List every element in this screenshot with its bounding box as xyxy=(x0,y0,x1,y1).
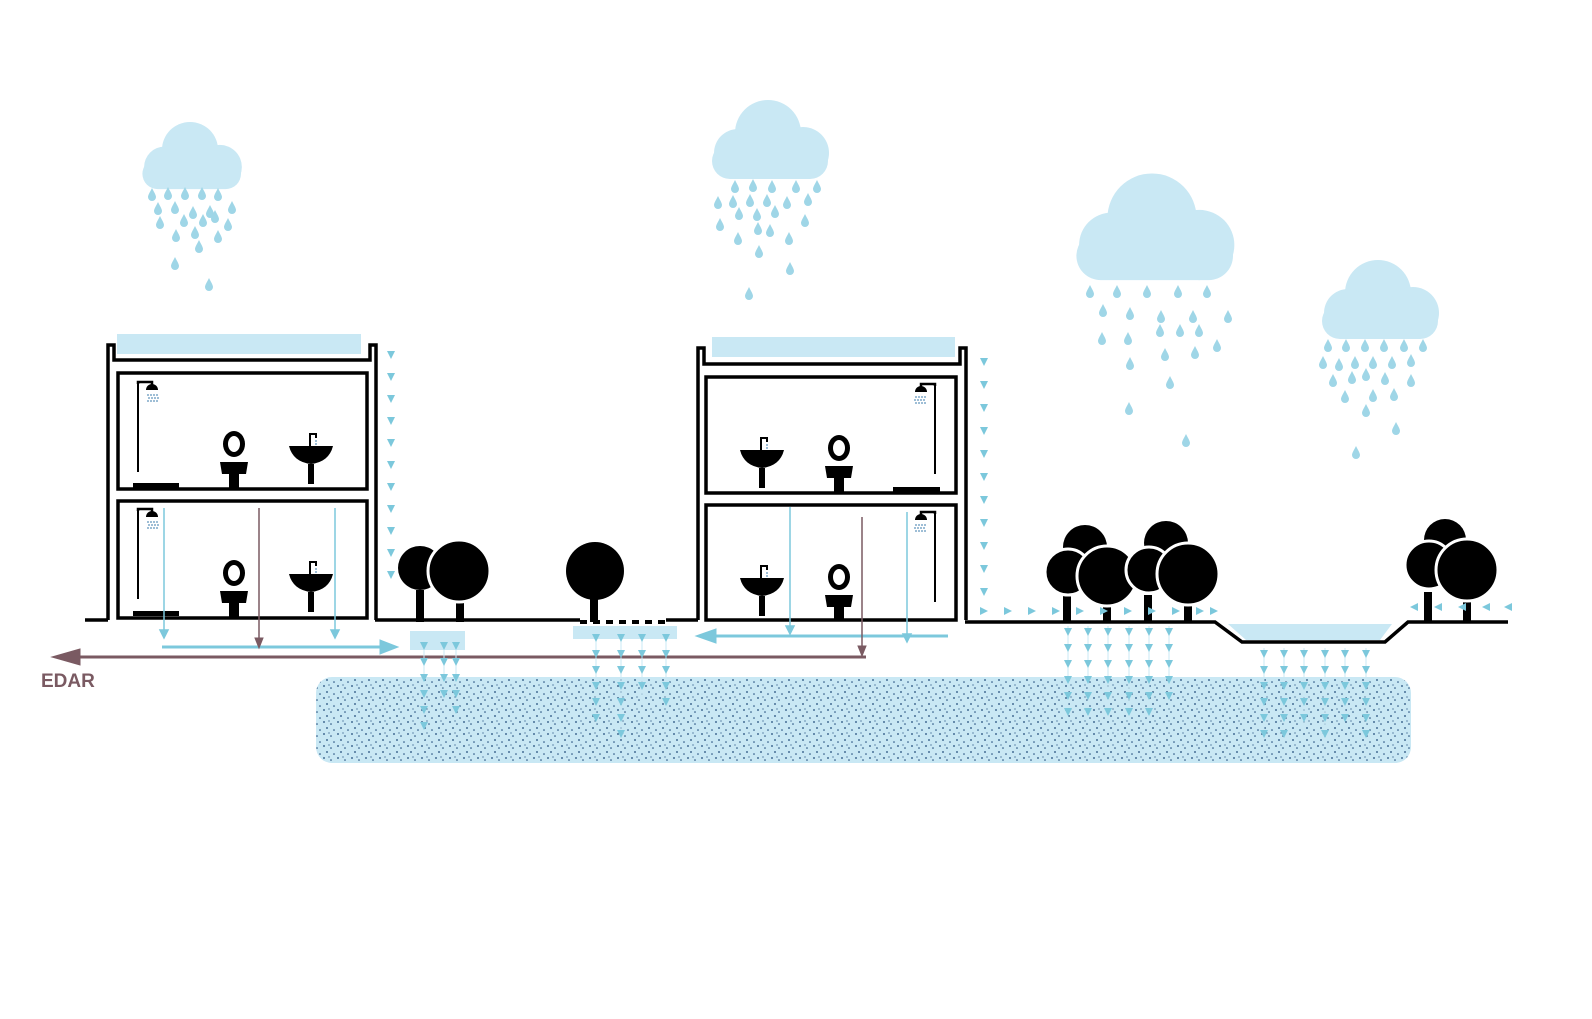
cloud-2 xyxy=(712,100,829,179)
tree-icon xyxy=(398,519,1500,622)
building-2 xyxy=(696,337,968,622)
aquifer-icon xyxy=(316,677,1411,763)
surface-runoff xyxy=(980,603,1512,615)
cloud-1 xyxy=(142,121,242,190)
retention-pond xyxy=(1228,624,1392,640)
infiltration-flow xyxy=(420,626,1370,740)
edar-label: EDAR xyxy=(41,671,95,692)
rain-icon xyxy=(148,187,236,291)
building-1 xyxy=(106,334,378,620)
sewage-flow xyxy=(50,508,867,666)
cloud-4 xyxy=(1322,260,1439,339)
cloud-3 xyxy=(1076,173,1235,281)
rain-icon xyxy=(1086,285,1232,447)
rain-icon xyxy=(1319,339,1427,459)
rainwater-downpipe-2 xyxy=(980,358,988,596)
greywater-flow xyxy=(158,507,913,644)
rainwater-downpipe-1 xyxy=(387,351,395,579)
infiltration-trench-2 xyxy=(573,626,677,639)
greywater-collector xyxy=(162,628,948,655)
rain-icon xyxy=(714,179,821,300)
green-roof-icon xyxy=(712,337,955,357)
green-roof-icon xyxy=(117,334,361,354)
